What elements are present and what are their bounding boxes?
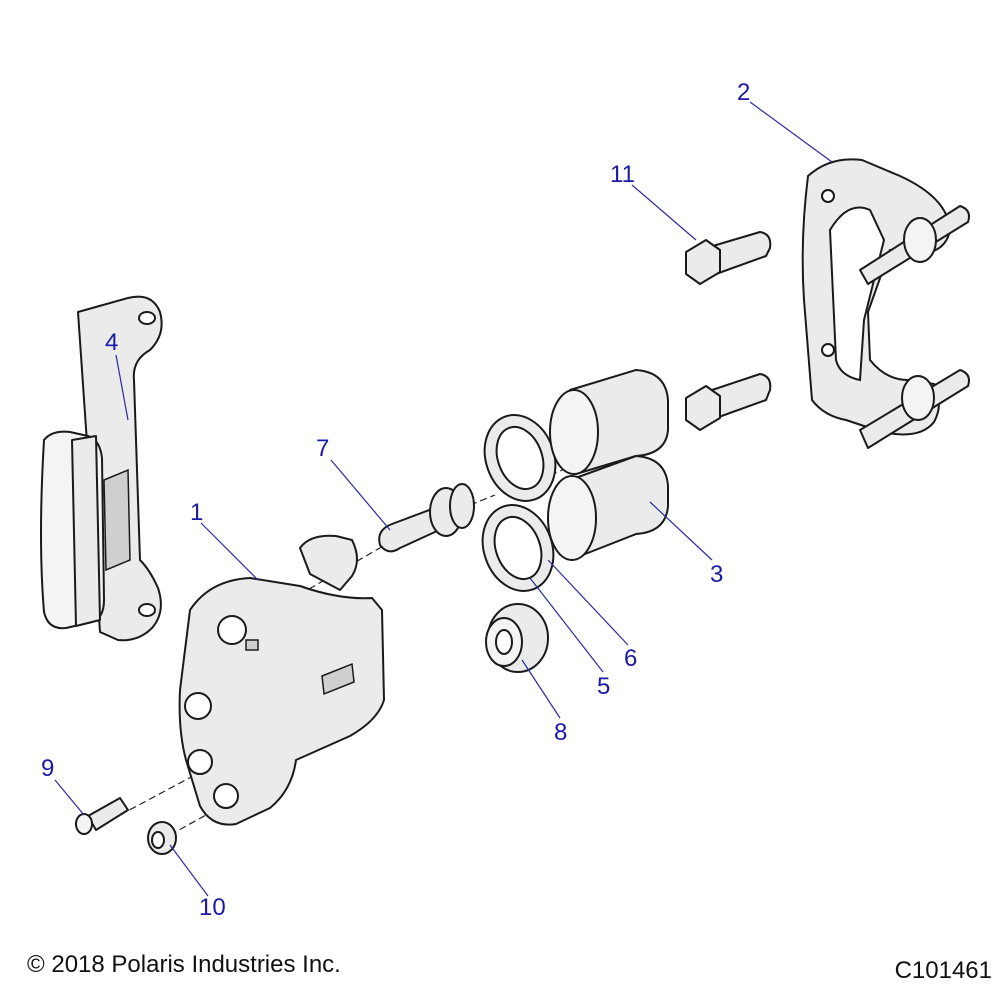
- callout-1: 1: [190, 499, 203, 526]
- piston-upper: [549, 369, 669, 475]
- bleeder-cap: [147, 821, 177, 855]
- callout-2: 2: [737, 79, 750, 106]
- callout-4: 4: [105, 329, 118, 356]
- mounting-bolt-lower: [685, 373, 772, 431]
- bleeder-screw: [75, 797, 129, 835]
- callout-5: 5: [597, 673, 610, 700]
- callout-8: 8: [554, 719, 567, 746]
- piston-seal-upper: [483, 414, 557, 502]
- callout-11: 11: [610, 161, 635, 188]
- callout-labels: 1 2 3 4 5 6 7 8 9 10 11: [41, 79, 750, 921]
- dust-boot: [485, 603, 549, 673]
- drawing-id: C101461: [894, 957, 992, 984]
- callout-9: 9: [41, 755, 54, 782]
- brake-pad-set: [40, 295, 163, 642]
- copyright-notice: © 2018 Polaris Industries Inc.: [27, 951, 341, 978]
- piston-seal-lower: [481, 504, 555, 592]
- callout-7: 7: [316, 435, 329, 462]
- callout-6: 6: [624, 645, 637, 672]
- caliper-body: [178, 534, 385, 826]
- callout-10: 10: [199, 894, 226, 921]
- caliper-bracket: [801, 158, 970, 449]
- guide-pin: [378, 483, 475, 553]
- leader-lines: [54, 101, 833, 897]
- callout-3: 3: [710, 561, 723, 588]
- mounting-bolt-upper: [685, 231, 772, 285]
- piston-lower: [547, 455, 669, 561]
